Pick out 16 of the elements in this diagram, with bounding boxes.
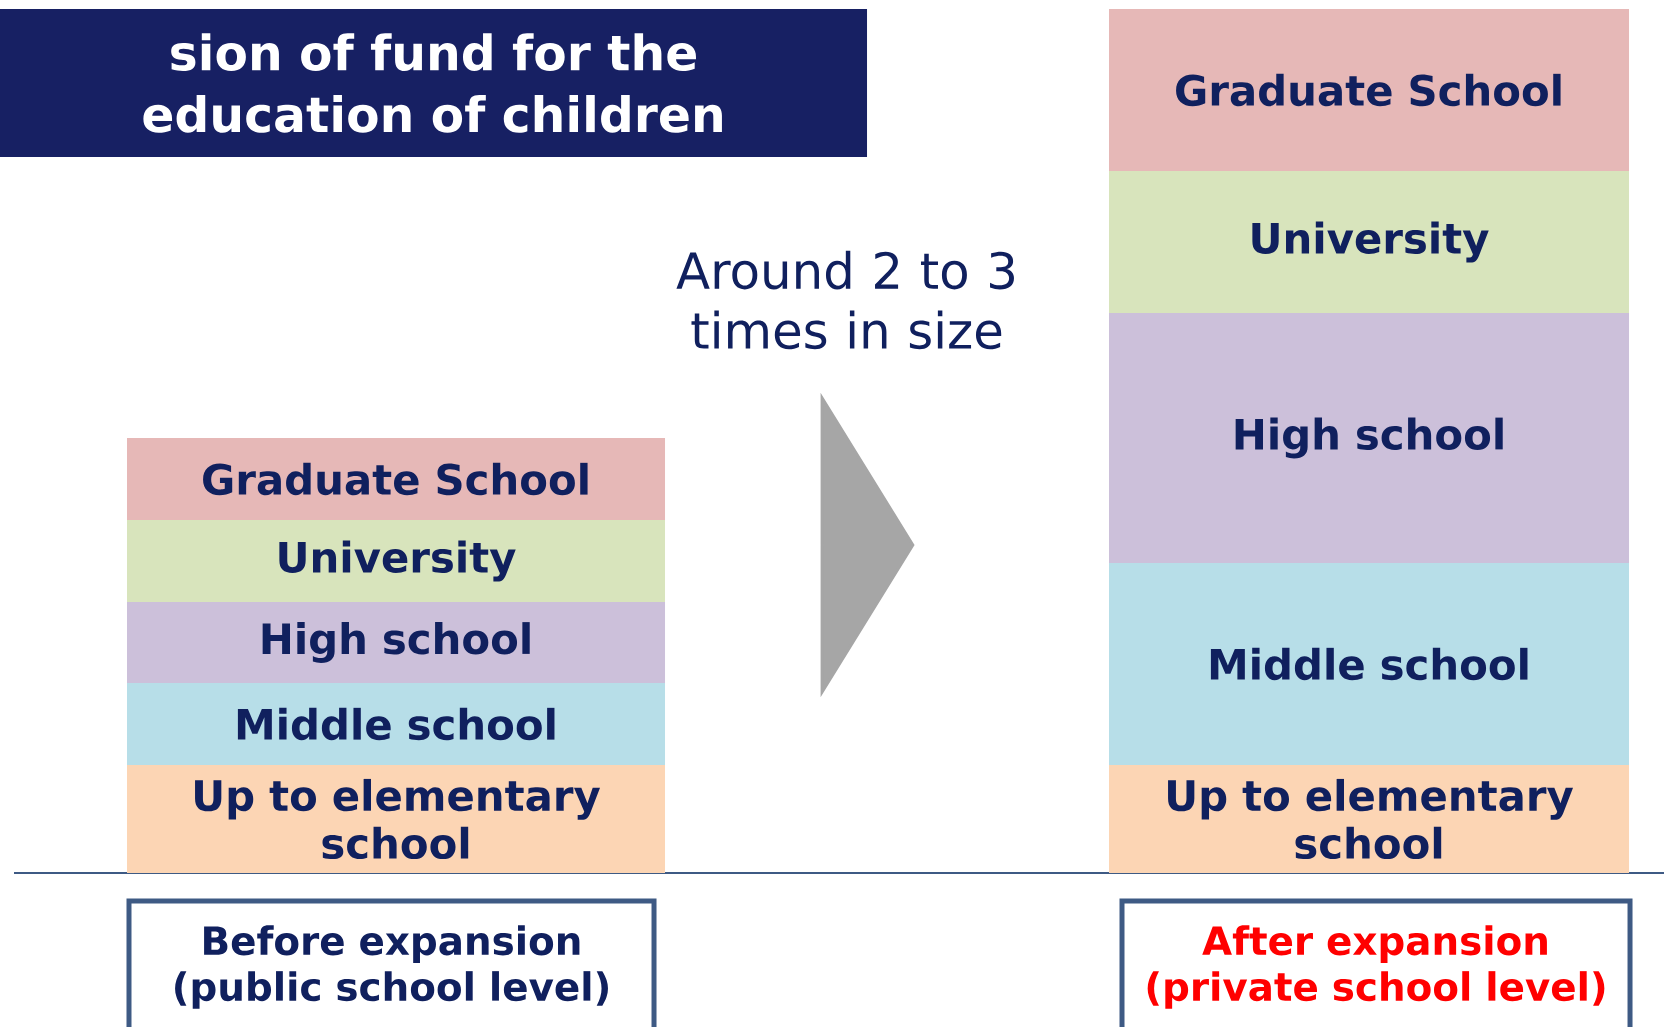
box-label: After expansion (private school level) xyxy=(1147,925,1605,1009)
stack-segment: Graduate School xyxy=(1109,9,1629,171)
stack-segment: Graduate School xyxy=(127,438,665,520)
stack-segment: Up to elementary school xyxy=(1109,765,1629,873)
label-box xyxy=(1119,898,1633,1027)
title-banner: sion of fund for the education of children xyxy=(0,9,867,157)
stack-segment: Middle school xyxy=(127,683,665,765)
stack-segment: Middle school xyxy=(1109,563,1629,765)
edge-label: Around 2 to 3 times in size xyxy=(676,250,1014,350)
box-label: Before expansion (public school level) xyxy=(175,925,608,1009)
stack-segment: Up to elementary school xyxy=(127,765,665,873)
stack-segment: University xyxy=(127,520,665,602)
stack-segment: High school xyxy=(127,602,665,683)
label-box xyxy=(126,898,657,1027)
stack-segment: High school xyxy=(1109,313,1629,563)
stack-segment: University xyxy=(1109,171,1629,313)
